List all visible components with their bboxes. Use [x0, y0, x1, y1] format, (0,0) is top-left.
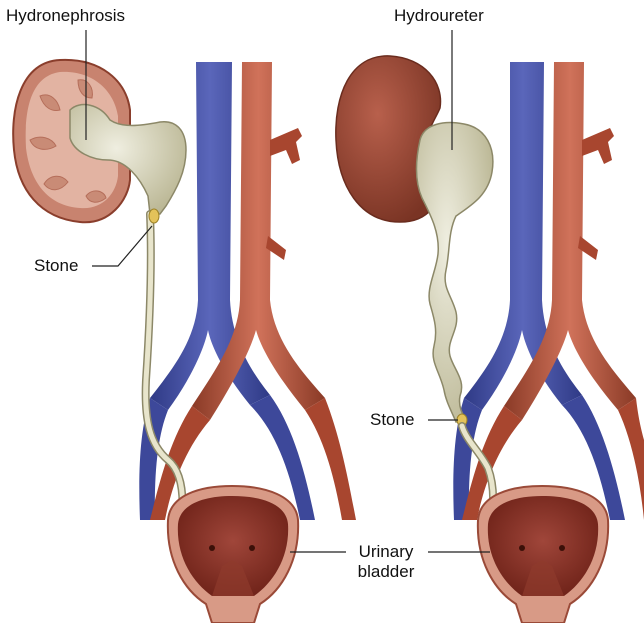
renal-artery-stub-left	[270, 128, 302, 164]
renal-artery-stub-right	[582, 128, 614, 164]
label-urinary-bladder-line2: bladder	[346, 562, 426, 582]
stone-left	[149, 209, 159, 223]
urinary-bladder-left	[168, 486, 298, 623]
label-urinary-bladder: Urinary bladder	[346, 542, 426, 582]
label-hydronephrosis: Hydronephrosis	[6, 6, 125, 26]
left-panel	[13, 60, 356, 623]
leader-stone-left	[92, 226, 152, 266]
label-stone-left: Stone	[34, 256, 78, 276]
label-hydroureter: Hydroureter	[394, 6, 484, 26]
right-panel	[336, 56, 644, 623]
iliac-artery-left-b	[305, 398, 356, 520]
label-stone-right: Stone	[370, 410, 414, 430]
urinary-bladder-right	[478, 486, 608, 623]
iliac-artery-right-b	[618, 398, 644, 520]
kidney-hydronephrosis	[13, 60, 186, 222]
label-urinary-bladder-line1: Urinary	[346, 542, 426, 562]
